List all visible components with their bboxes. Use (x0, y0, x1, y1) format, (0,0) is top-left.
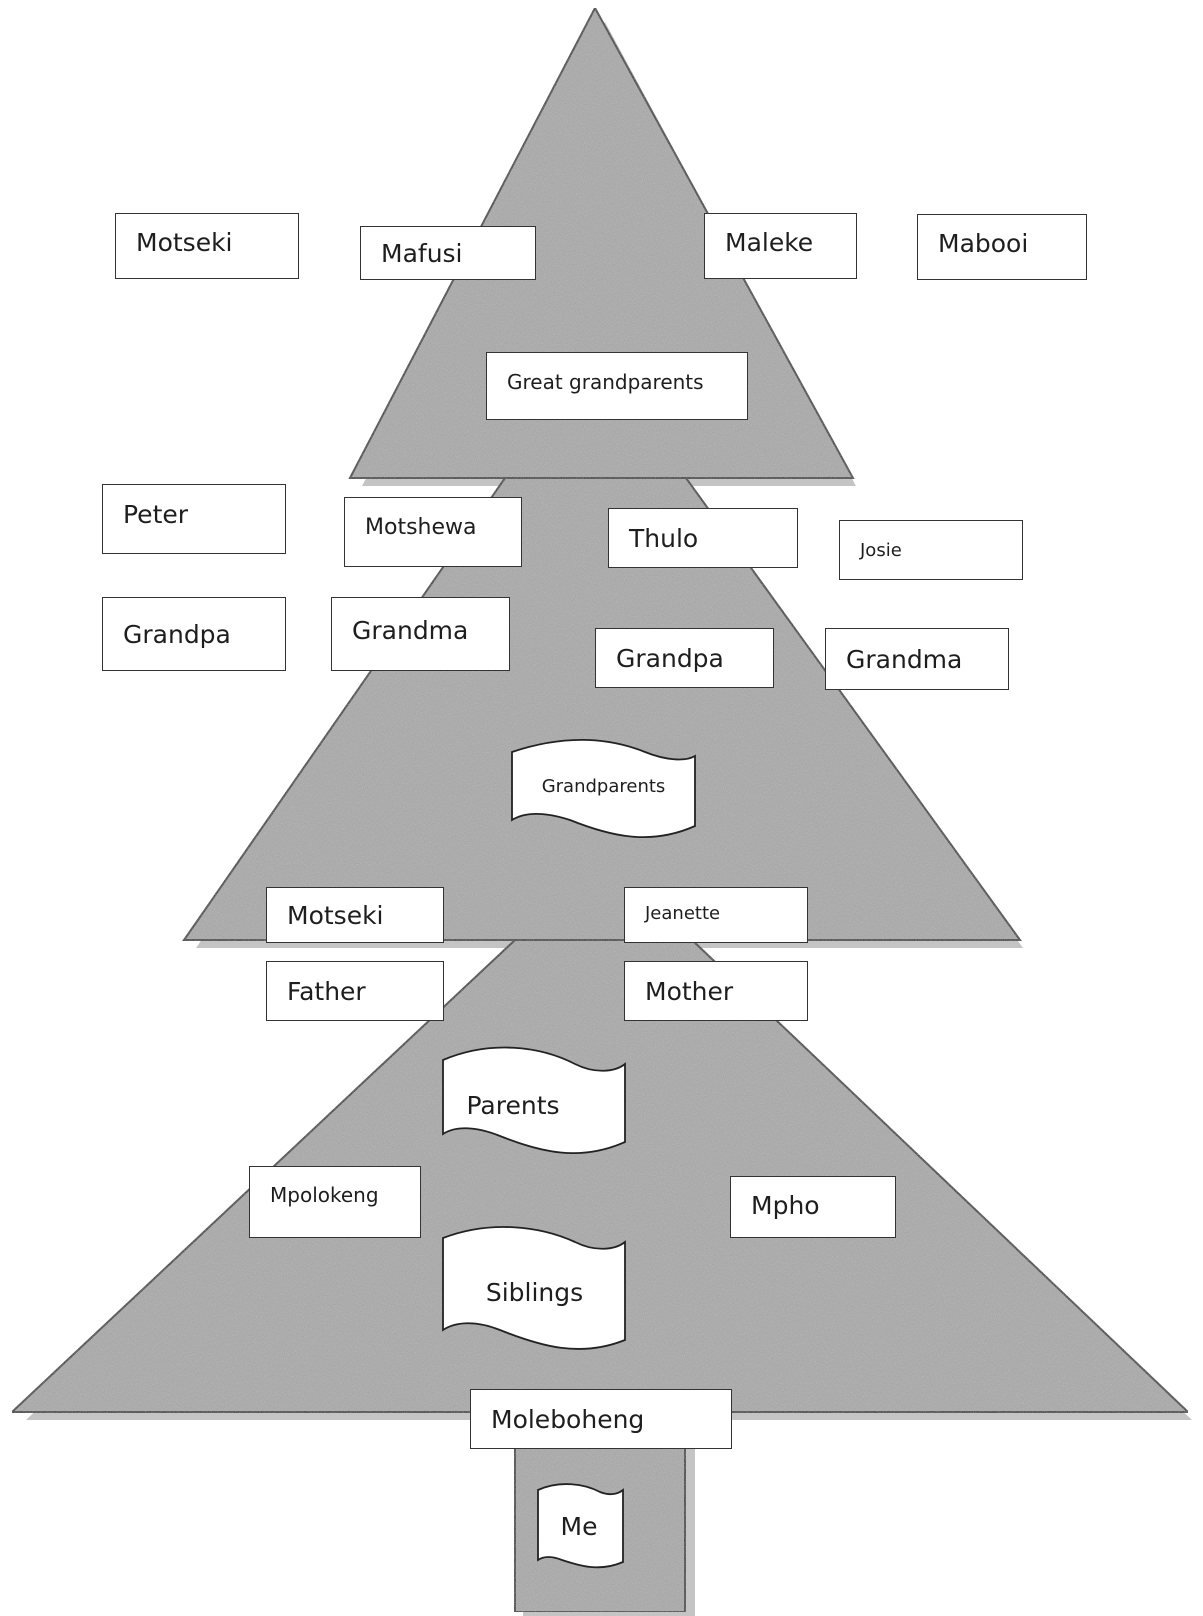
sibling-name: Mpho (751, 1190, 820, 1220)
grandparent-role: Grandpa (123, 619, 231, 649)
banner-grandparents (511, 739, 696, 839)
sibling-name-box: Mpolokeng (249, 1166, 421, 1238)
banners (442, 739, 696, 1569)
level-label-grandparents: Grandparents (541, 775, 666, 797)
me-name-box: Moleboheng (470, 1389, 732, 1449)
banner-parents (442, 1046, 626, 1155)
level-label-great-grandparents: Great grandparents (486, 352, 748, 420)
great-grandparent-name: Maleke (725, 227, 814, 257)
grandparent-role-box: Grandma (331, 597, 510, 671)
grandparent-role-box: Grandpa (595, 628, 774, 688)
parent-name-box-father: Motseki (266, 887, 444, 943)
sibling-name: Mpolokeng (270, 1183, 379, 1207)
grandparent-name: Josie (860, 539, 902, 561)
grandparent-name-box: Thulo (608, 508, 798, 568)
father-role: Father (287, 976, 366, 1006)
grandparent-name: Peter (123, 499, 189, 529)
level-label-siblings: Siblings (485, 1277, 584, 1307)
level-label-parents: Parents (466, 1090, 560, 1120)
sibling-name-box: Mpho (730, 1176, 896, 1238)
grandparent-name-box: Josie (839, 520, 1023, 580)
banner-siblings (442, 1226, 626, 1350)
father-name: Motseki (287, 900, 384, 930)
mother-role: Mother (645, 976, 734, 1006)
mother-name: Jeanette (645, 902, 721, 924)
grandparent-role: Grandma (846, 644, 963, 674)
grandparent-name: Thulo (629, 523, 699, 553)
tree-tier-middle (182, 477, 1022, 941)
banner-me (537, 1483, 624, 1569)
great-grandparent-name: Motseki (136, 227, 233, 257)
parent-role-box-mother: Mother (624, 961, 808, 1021)
grandparent-role: Grandpa (616, 643, 724, 673)
great-grandparent-name-box: Maleke (704, 213, 857, 279)
grandparent-name-box: Motshewa (344, 497, 522, 567)
great-grandparent-name: Mafusi (381, 238, 463, 268)
parent-name-box-mother: Jeanette (624, 887, 808, 943)
parent-role-box-father: Father (266, 961, 444, 1021)
me-name: Moleboheng (491, 1404, 645, 1434)
great-grandparent-name-box: Mafusi (360, 226, 536, 280)
great-grandparent-name: Mabooi (938, 228, 1029, 258)
level-label-me: Me (560, 1511, 598, 1541)
grandparent-role-box: Grandma (825, 628, 1009, 690)
grandparent-role: Grandma (352, 615, 469, 645)
grandparent-name-box: Peter (102, 484, 286, 554)
grandparent-role-box: Grandpa (102, 597, 286, 671)
grandparent-name: Motshewa (365, 514, 477, 540)
great-grandparent-name-box: Mabooi (917, 214, 1087, 280)
great-grandparent-name-box: Motseki (115, 213, 299, 279)
